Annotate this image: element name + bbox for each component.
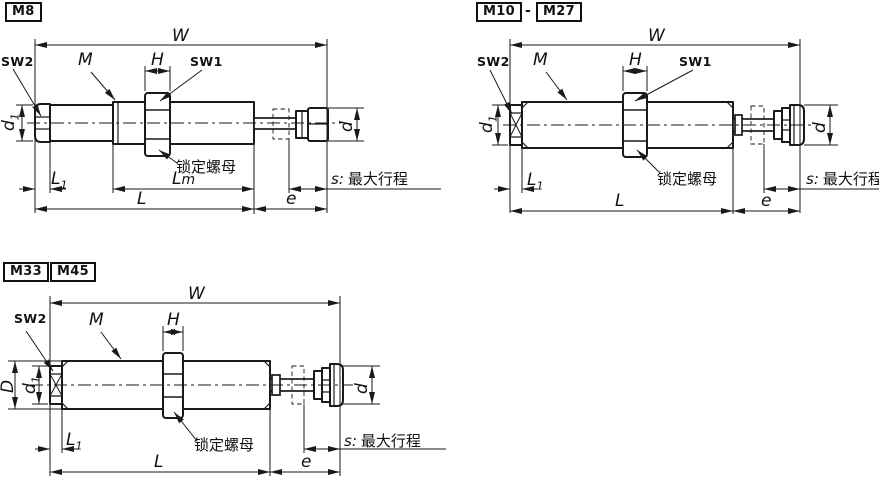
dim-label-e: e [301,452,312,472]
dim-label-l: L [154,452,164,472]
dim-label-w: W [172,26,189,46]
m33-m45-line-art [8,296,446,476]
dim-label-lm: Lm [172,169,196,189]
lock-nut-label: 锁定螺母 [176,158,237,176]
dim-label-d: d [352,383,372,394]
dim-label-sw2: SW2 [14,311,47,326]
leader-lines [489,69,694,173]
dim-label-e: e [761,191,772,211]
dim-label-m: M [89,310,104,330]
model-badge-m8: M8 [5,2,42,22]
stroke-label: s:最大行程 [331,170,408,188]
dim-label-d: d [337,121,357,132]
lock-nut-label: 锁定螺母 [194,436,255,454]
dim-label-sw2: SW2 [1,54,34,69]
dim-label-l1: L1 [51,169,68,192]
stroke-phantom-outline [272,108,290,140]
dim-label-m: M [533,50,548,70]
leader-lines [12,68,203,164]
dim-label-l: L [137,189,147,209]
stroke-label: s:最大行程 [806,170,879,188]
dim-label-l1: L1 [527,170,544,193]
absorber-outline-m33-m45 [49,352,344,419]
model-badge-m33: M33 [3,262,49,282]
dim-label-w: W [188,284,205,304]
dim-label-d: d [810,122,830,133]
dimension-lines [19,42,360,212]
dim-label-sw1: SW1 [679,54,712,69]
dim-label-w: W [648,26,665,46]
dim-label-d1: d1 [477,115,500,133]
dimension-lines [494,42,833,214]
extension-lines [492,39,879,214]
dim-label-l1: L1 [66,430,83,453]
stroke-phantom-outline [291,365,305,405]
model-badge-m27: M27 [536,2,582,22]
dim-label-l: L [615,191,625,211]
dim-label-e: e [286,189,297,209]
stroke-phantom-outline [750,105,765,145]
m8-line-art [12,39,441,214]
dim-label-sw1: SW1 [190,54,223,69]
absorber-outline-m8 [34,92,329,157]
dimension-lines [12,300,375,475]
dim-label-h: H [167,310,180,330]
model-badge-m10: M10 [476,2,522,22]
stroke-label: s:最大行程 [344,432,421,450]
dim-label-m: M [78,50,93,70]
dim-label-d1: d1 [0,113,22,131]
dim-label-h: H [151,50,164,70]
leader-lines [25,330,198,442]
badge-range-separator: - [525,3,531,19]
dim-label-big-d: D [0,379,18,393]
dim-label-h: H [629,50,642,70]
lock-nut-label: 锁定螺母 [657,170,718,188]
dim-label-sw2: SW2 [477,54,510,69]
model-badge-m45: M45 [50,262,96,282]
m10-m27-line-art [489,39,879,214]
dim-label-d1: d1 [20,376,43,394]
